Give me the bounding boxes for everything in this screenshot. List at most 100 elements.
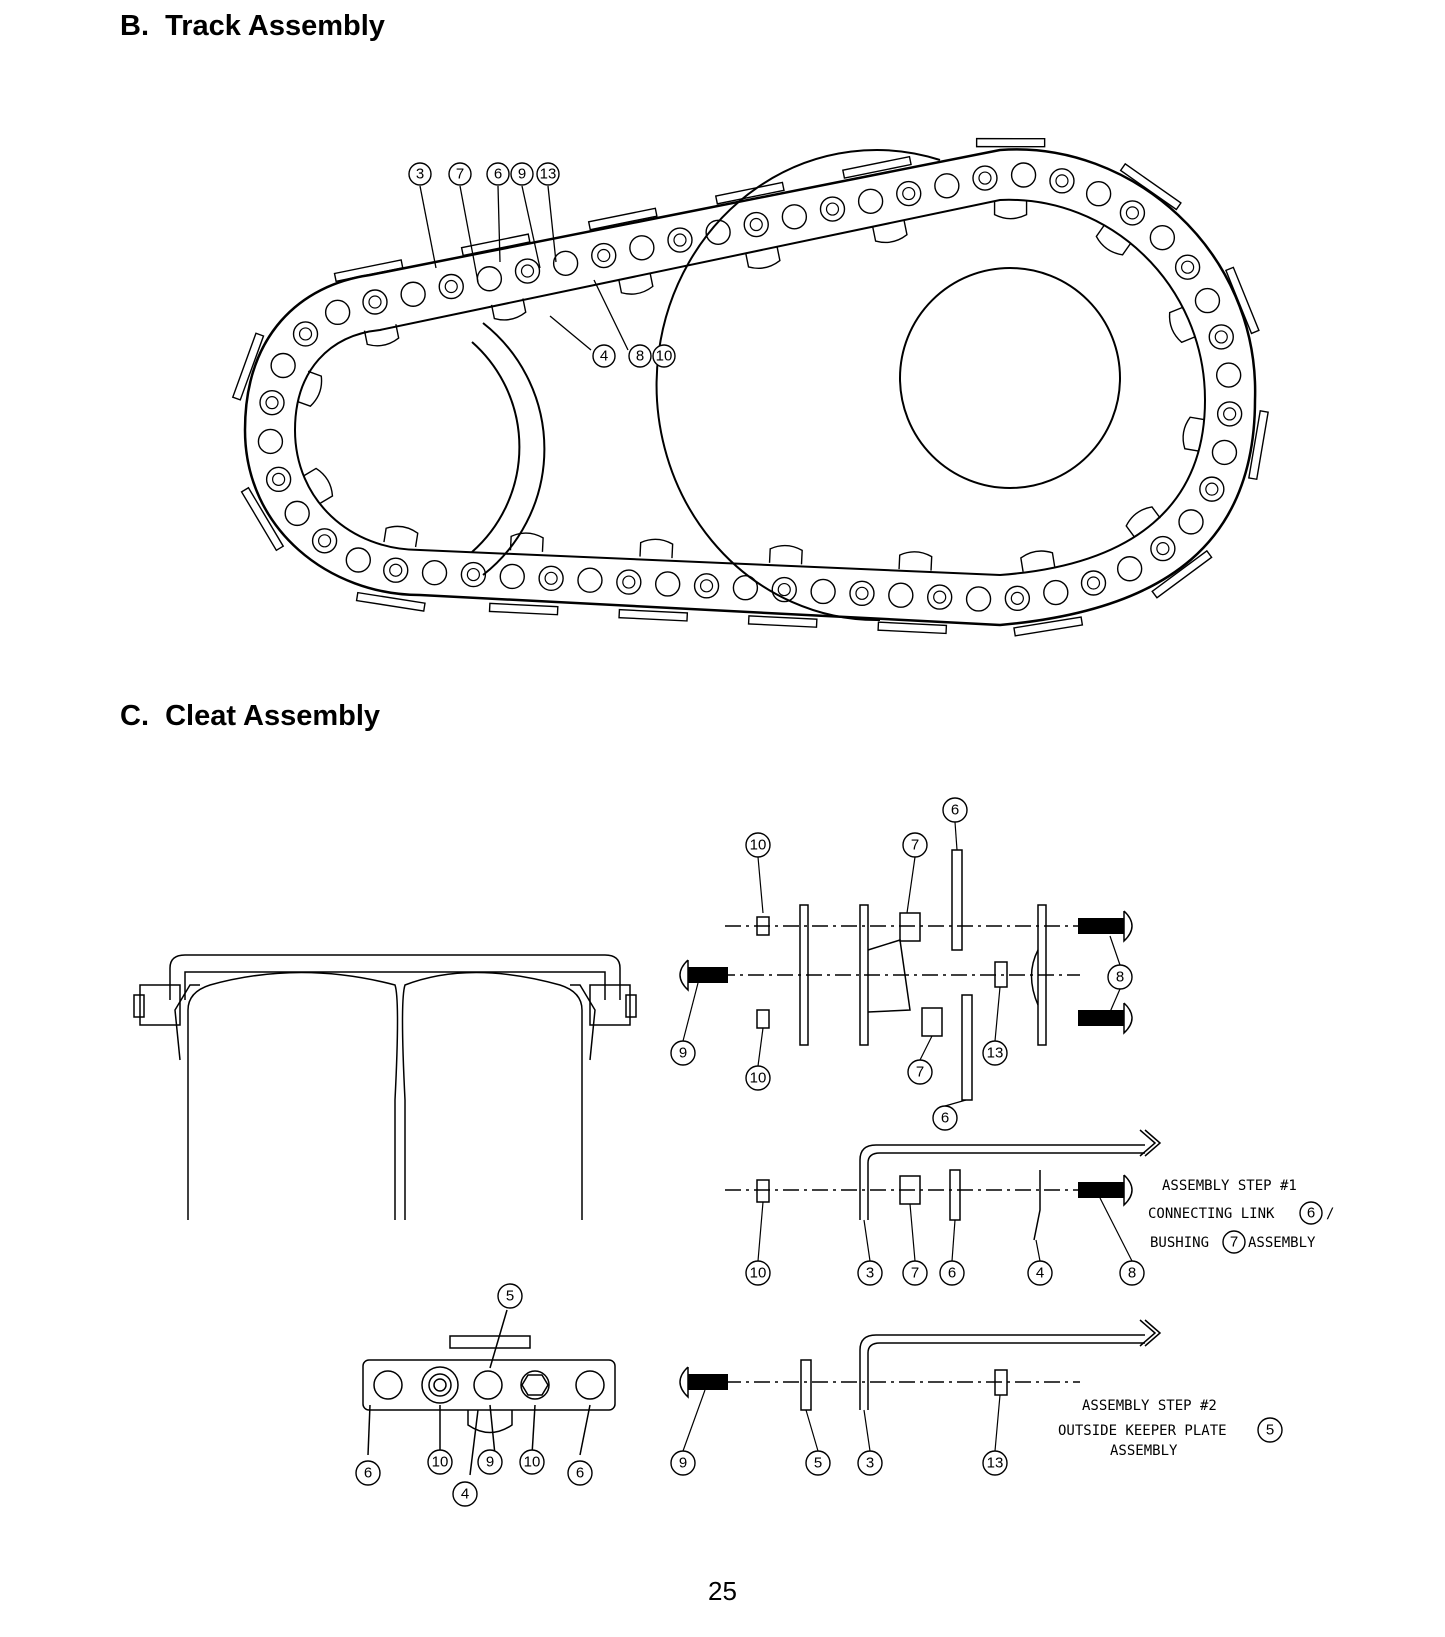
track-link: [1211, 439, 1238, 466]
callout-10: 10: [519, 1449, 545, 1475]
section-heading-track-assembly: B. Track Assembly: [120, 10, 385, 42]
svg-text:6: 6: [576, 1465, 584, 1482]
track-cleat: [587, 207, 658, 295]
track-cleat: [460, 233, 531, 321]
step1-title: ASSEMBLY STEP #1: [1162, 1178, 1297, 1194]
svg-text:5: 5: [506, 1288, 514, 1305]
cleat-leader-line: [757, 1201, 764, 1262]
callout-4: 4: [452, 1481, 478, 1507]
svg-text:3: 3: [866, 1265, 874, 1282]
exploded-view-top: [690, 849, 1090, 1101]
svg-text:8: 8: [636, 348, 644, 365]
svg-text:3: 3: [416, 166, 424, 183]
track-link: [1010, 162, 1037, 188]
callout-5: 5: [805, 1450, 831, 1476]
callout-13: 13: [536, 162, 560, 186]
track-cleat: [1182, 410, 1269, 481]
callout-3: 3: [857, 1450, 883, 1476]
callout-8: 8: [628, 344, 652, 368]
track-link: [654, 571, 681, 597]
svg-text:8: 8: [1128, 1265, 1136, 1282]
track-link: [732, 575, 759, 601]
track-link: [265, 466, 292, 493]
svg-text:4: 4: [600, 348, 608, 365]
track-cleat: [333, 259, 404, 347]
cleat-leader-line: [805, 1409, 819, 1452]
track-cleat: [975, 137, 1046, 220]
idler-wheel-outer-arc: [482, 322, 546, 576]
cleat-leader-line: [757, 1027, 764, 1067]
track-link: [1215, 362, 1242, 388]
track-link: [499, 563, 525, 590]
track-cleat-group: [231, 137, 1269, 637]
track-link: [538, 565, 564, 592]
exploded-view-step1: [725, 1129, 1162, 1241]
track-cleat: [714, 181, 785, 269]
track-leader-lines: [419, 185, 629, 351]
track-link: [1208, 324, 1234, 350]
track-link: [667, 227, 693, 253]
callout-8: 8: [1107, 964, 1133, 990]
track-link: [616, 569, 642, 595]
callout-7: 7: [902, 1260, 928, 1286]
track-link: [1194, 287, 1221, 314]
cleat-front-view: [133, 954, 637, 1220]
cleat-leader-line: [682, 982, 699, 1042]
step2-line2: OUTSIDE KEEPER PLATE: [1058, 1423, 1227, 1439]
track-link: [705, 219, 731, 245]
cleat-leader-line: [863, 1219, 871, 1262]
cleat-leader-line: [951, 1219, 956, 1262]
svg-text:6: 6: [951, 802, 959, 819]
callout-10: 10: [427, 1449, 453, 1475]
track-link: [460, 561, 487, 588]
step1-ref-6: 6: [1299, 1201, 1323, 1225]
track-link: [926, 584, 953, 610]
step2-ref-5: 5: [1257, 1417, 1283, 1443]
svg-text:13: 13: [987, 1455, 1004, 1472]
svg-text:10: 10: [432, 1454, 449, 1471]
page-number: 25: [708, 1576, 737, 1606]
track-link: [257, 428, 284, 455]
callout-3: 3: [857, 1260, 883, 1286]
track-link: [629, 235, 655, 261]
step2-line3: ASSEMBLY: [1110, 1443, 1178, 1459]
cleat-leader-line: [1099, 1197, 1133, 1262]
track-link: [438, 273, 464, 300]
track-link: [591, 242, 617, 269]
step1-line2: CONNECTING LINK: [1148, 1206, 1275, 1222]
track-link: [552, 250, 579, 276]
cleat-leader-line: [954, 821, 958, 851]
callout-9: 9: [670, 1040, 696, 1066]
track-cleat: [1013, 550, 1084, 637]
track-cleat: [355, 525, 426, 612]
track-link: [1043, 579, 1069, 606]
svg-text:7: 7: [911, 1265, 919, 1282]
track-link: [1149, 224, 1176, 251]
cleat-leader-line: [1035, 1239, 1041, 1262]
track-cleat: [231, 332, 323, 407]
callout-10: 10: [745, 1260, 771, 1286]
assembly-step1-note: ASSEMBLY STEP #1 CONNECTING LINK 6 / BUS…: [1148, 1178, 1334, 1254]
callout-9: 9: [510, 162, 534, 186]
svg-text:10: 10: [524, 1454, 541, 1471]
callout-10: 10: [745, 832, 771, 858]
cleat-leader-line: [1109, 988, 1121, 1013]
svg-text:6: 6: [494, 166, 502, 183]
idler-wheel-arc: [471, 341, 521, 553]
track-link: [1116, 556, 1143, 582]
svg-text:7: 7: [911, 837, 919, 854]
step2-title: ASSEMBLY STEP #2: [1082, 1398, 1217, 1414]
callout-6: 6: [486, 162, 510, 186]
callout-13: 13: [982, 1450, 1008, 1476]
svg-text:10: 10: [750, 837, 767, 854]
keeper-plate-view: [362, 1309, 616, 1476]
callout-10: 10: [745, 1065, 771, 1091]
svg-text:7: 7: [456, 166, 464, 183]
cleat-leader-line: [994, 1394, 1001, 1452]
callout-4: 4: [1027, 1260, 1053, 1286]
track-cleat: [842, 155, 912, 244]
cleat-leader-line: [909, 1203, 916, 1262]
svg-text:3: 3: [866, 1455, 874, 1472]
track-cleat: [1125, 506, 1213, 599]
